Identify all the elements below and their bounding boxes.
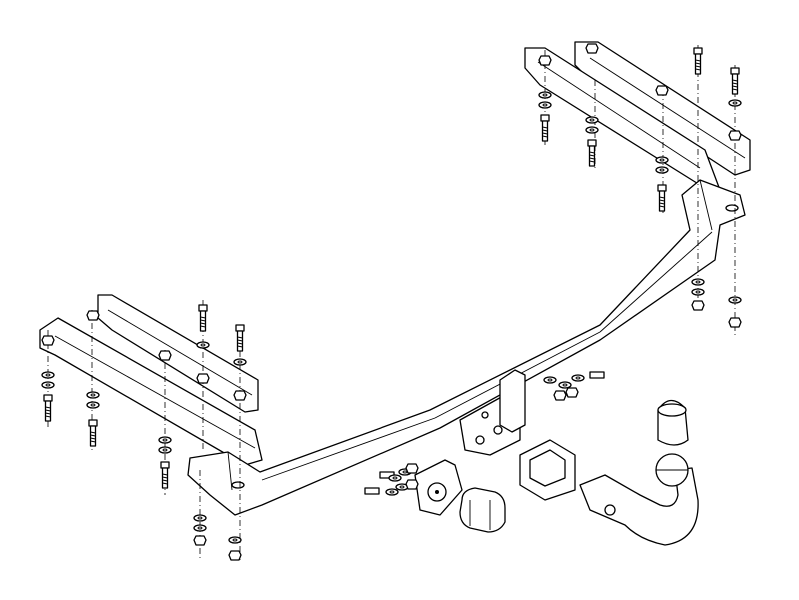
washer-icon [86,391,100,399]
washer-icon [571,374,585,382]
bolt-head-icon [730,67,740,75]
nut-icon [86,310,100,321]
nut-icon [228,550,242,561]
washer-icon [385,488,399,496]
towbar-crossbar [187,179,746,516]
socket-bracket-plate [414,459,463,516]
washer-icon [655,156,669,164]
electrical-socket [459,487,506,533]
nut-icon [405,463,419,474]
nut-icon [728,317,742,328]
washer-icon [193,524,207,532]
towball [655,453,689,487]
bolt-head-icon [587,139,597,147]
bolt-head-icon [88,419,98,427]
hitch-mount-plate [459,369,526,456]
washer-icon [228,536,242,544]
towball-cap [657,399,689,446]
nut-icon [565,387,579,398]
nut-icon [728,130,742,141]
washer-icon [196,341,210,349]
washer-icon [691,278,705,286]
washer-icon [543,376,557,384]
towball-holder-block [519,439,576,501]
nut-icon [41,335,55,346]
right-mounting-bracket-outer [574,41,751,176]
bolt-icon [589,371,605,379]
washer-icon [538,91,552,99]
washer-icon [41,381,55,389]
washer-icon [585,126,599,134]
washer-icon [233,358,247,366]
bolt-icon [364,487,380,495]
washer-icon [158,436,172,444]
bolt-head-icon [235,324,245,332]
bolt-head-icon [540,114,550,122]
left-mounting-bracket-inner [39,317,263,466]
nut-icon [193,535,207,546]
bolt-head-icon [198,304,208,312]
bolt-head-icon [43,394,53,402]
fasteners-group [41,43,742,561]
washer-icon [158,446,172,454]
nut-icon [655,85,669,96]
washer-icon [728,99,742,107]
washer-icon [585,116,599,124]
nut-icon [538,55,552,66]
washer-icon [538,101,552,109]
nut-icon [405,479,419,490]
nut-icon [553,390,567,401]
nut-icon [691,300,705,311]
washer-icon [86,401,100,409]
bolt-head-icon [693,47,703,55]
left-mounting-bracket-outer [97,294,259,413]
nut-icon [158,350,172,361]
washer-icon [728,296,742,304]
washer-icon [193,514,207,522]
bolt-head-icon [160,461,170,469]
bolt-head-icon [657,184,667,192]
washer-icon [388,474,402,482]
nut-icon [196,373,210,384]
towball-neck [579,467,699,546]
nut-icon [585,43,599,54]
nut-icon [233,390,247,401]
washer-icon [655,166,669,174]
washer-icon [41,371,55,379]
washer-icon [691,288,705,296]
washer-icon [558,381,572,389]
